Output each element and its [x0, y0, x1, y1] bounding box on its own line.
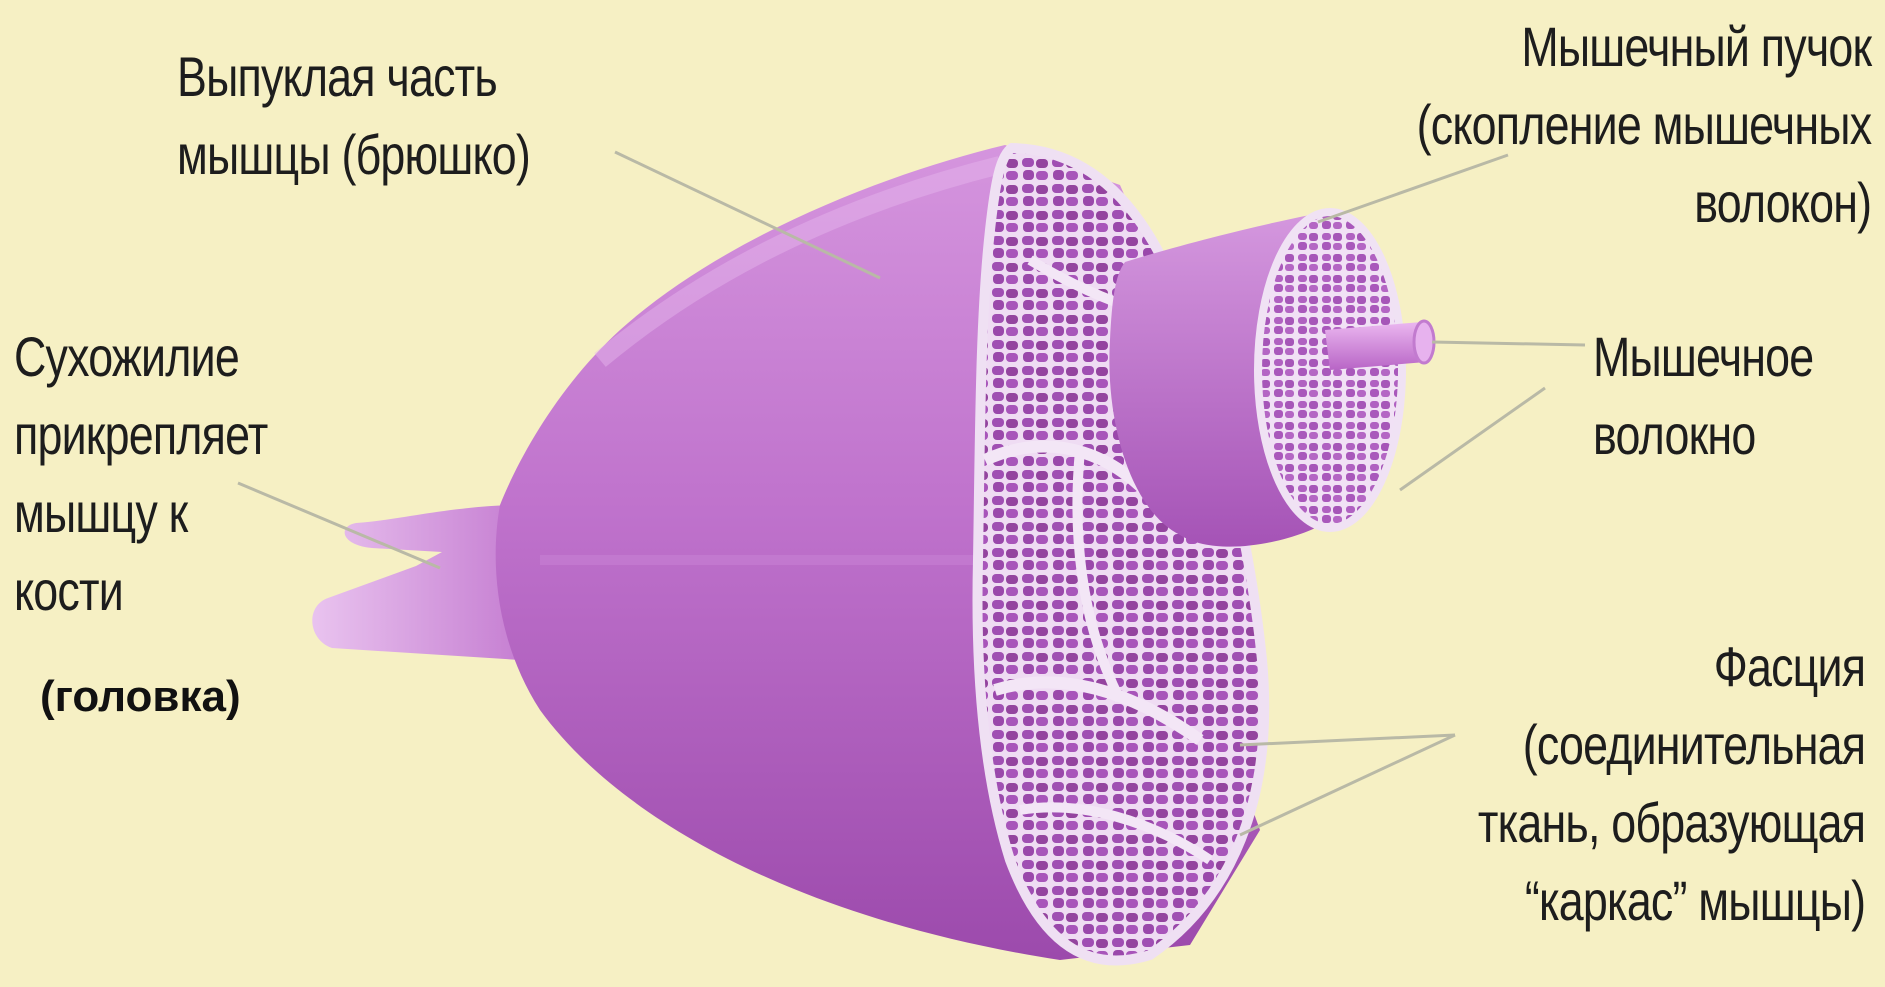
label-muscle-fiber: Мышечное волокно	[1593, 318, 1813, 474]
label-tendon-line4: кости	[14, 552, 267, 630]
label-tendon-line3: мышцу к	[14, 474, 267, 552]
label-muscle-bundle-line3: волокон)	[1416, 164, 1871, 242]
label-fascia-line3: ткань, образующая	[1478, 784, 1865, 862]
label-tendon-line1: Сухожилие	[14, 318, 267, 396]
label-tendon: Сухожилие прикрепляет мышцу к кости	[14, 318, 267, 630]
label-muscle-bundle-line2: (скопление мышечных	[1416, 86, 1871, 164]
label-muscle-belly-line2: мышцы (брюшко)	[177, 116, 530, 194]
label-fascia-line2: (соединительная	[1478, 706, 1865, 784]
label-muscle-fiber-line1: Мышечное	[1593, 318, 1813, 396]
label-fascia-line4: “каркас” мышцы)	[1478, 862, 1865, 940]
label-muscle-bundle-line1: Мышечный пучок	[1416, 8, 1871, 86]
label-tendon-line2: прикрепляет	[14, 396, 267, 474]
muscle-fiber-shape	[1325, 322, 1426, 370]
label-head: (головка)	[40, 672, 241, 722]
label-muscle-fiber-line2: волокно	[1593, 396, 1813, 474]
label-fascia: Фасция (соединительная ткань, образующая…	[1478, 628, 1865, 940]
label-muscle-bundle: Мышечный пучок (скопление мышечных волок…	[1416, 8, 1871, 242]
label-head-text: (головка)	[40, 672, 241, 722]
label-muscle-belly: Выпуклая часть мышцы (брюшко)	[177, 38, 530, 194]
label-fascia-line1: Фасция	[1478, 628, 1865, 706]
label-muscle-belly-line1: Выпуклая часть	[177, 38, 530, 116]
